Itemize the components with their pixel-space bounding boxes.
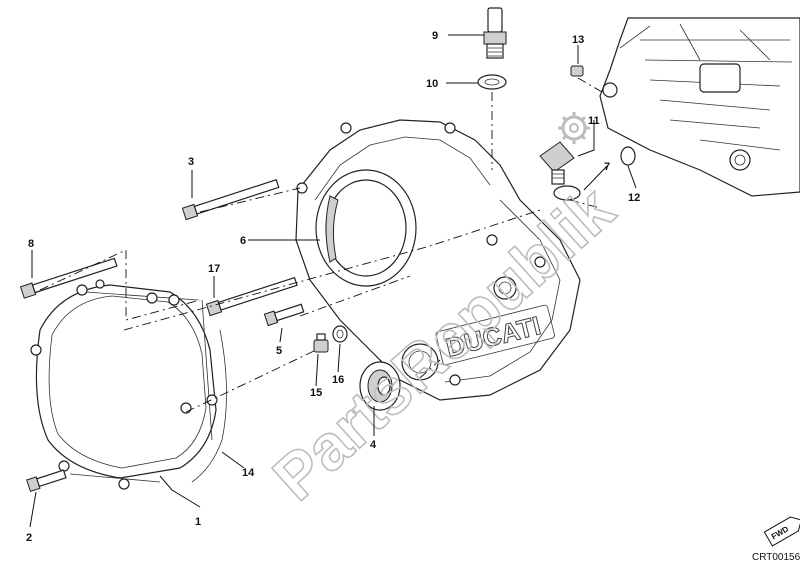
callout-5: 5 (276, 345, 282, 357)
callout-16: 16 (332, 374, 344, 386)
part-11-filler-cap (539, 141, 575, 185)
callout-2: 2 (26, 532, 32, 544)
part-5-short-bolt (263, 303, 305, 327)
part-14-cover-gasket (191, 329, 227, 483)
callout-14: 14 (242, 467, 255, 479)
callout-8: 8 (28, 238, 34, 250)
callout-4: 4 (370, 439, 377, 451)
callout-7: 7 (604, 161, 610, 173)
callout-labels: 1 2 3 4 5 6 7 8 9 10 11 12 13 14 15 16 1… (26, 30, 640, 544)
part-9-sensor (483, 7, 507, 59)
part-3-long-bolt (181, 179, 280, 221)
callout-9: 9 (432, 30, 438, 42)
callout-17: 17 (208, 263, 220, 275)
part-6-gasket-ring (315, 169, 417, 287)
engine-crankcase (599, 17, 800, 197)
assembly-lines (39, 77, 603, 413)
callout-15: 15 (310, 387, 322, 399)
part-2-bolt (26, 469, 67, 493)
part-17-long-bolt (205, 276, 298, 317)
part-7-o-ring (553, 185, 581, 201)
part-10-washer (477, 74, 507, 90)
drawing-code: CRT00156 (752, 552, 800, 563)
watermark-gear-icon (558, 112, 590, 144)
callout-6: 6 (240, 235, 246, 247)
fwd-direction-icon: FWD (763, 516, 800, 547)
part-16-washer (332, 325, 348, 343)
part-12-o-ring (620, 146, 636, 166)
callout-12: 12 (628, 192, 640, 204)
callout-11: 11 (588, 115, 600, 127)
part-1-clutch-cover (30, 279, 218, 490)
callout-3: 3 (188, 156, 194, 168)
part-15-plug (313, 333, 329, 353)
part-13-plug (570, 65, 584, 77)
callout-10: 10 (426, 78, 438, 90)
callout-1: 1 (195, 516, 201, 528)
callout-13: 13 (572, 34, 584, 46)
leader-lines (29, 34, 637, 528)
part-4-oil-seal (359, 361, 401, 411)
